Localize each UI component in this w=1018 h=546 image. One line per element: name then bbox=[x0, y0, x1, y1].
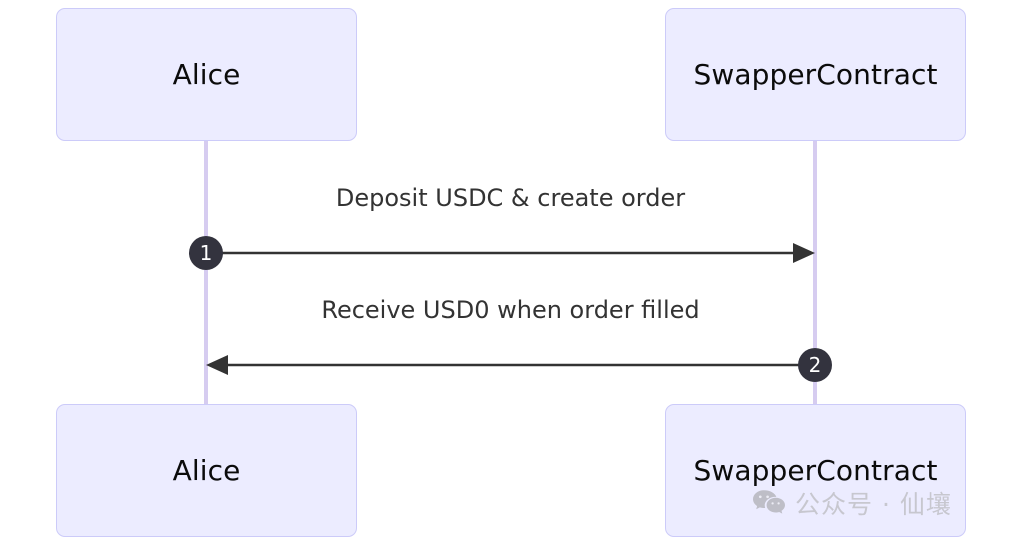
sequence-badge-2-number: 2 bbox=[808, 353, 822, 377]
participant-label-swapper-top: SwapperContract bbox=[693, 58, 938, 91]
participant-label-alice-top: Alice bbox=[172, 58, 241, 91]
watermark-text: 公众号 · 仙壤 bbox=[795, 490, 952, 519]
participant-box-swapper-top[interactable]: SwapperContract bbox=[665, 8, 966, 141]
participant-label-swapper-bottom: SwapperContract bbox=[693, 454, 938, 487]
participant-box-alice-bottom[interactable]: Alice bbox=[56, 404, 357, 537]
wechat-icon bbox=[753, 490, 785, 514]
lifeline-swapper bbox=[813, 141, 817, 404]
lifeline-alice bbox=[204, 141, 208, 404]
message-arrow-1 bbox=[206, 243, 815, 263]
message-label-2: Receive USD0 when order filled bbox=[321, 296, 700, 324]
sequence-badge-2: 2 bbox=[798, 348, 832, 382]
message-label-1: Deposit USDC & create order bbox=[335, 184, 686, 212]
participant-box-swapper-bottom[interactable]: SwapperContract bbox=[665, 404, 966, 537]
message-arrow-2 bbox=[206, 355, 815, 375]
participant-label-alice-bottom: Alice bbox=[172, 454, 241, 487]
watermark: 公众号 · 仙壤 bbox=[752, 486, 952, 520]
sequence-badge-1: 1 bbox=[189, 236, 223, 270]
sequence-badge-1-number: 1 bbox=[199, 241, 213, 265]
participant-box-alice-top[interactable]: Alice bbox=[56, 8, 357, 141]
